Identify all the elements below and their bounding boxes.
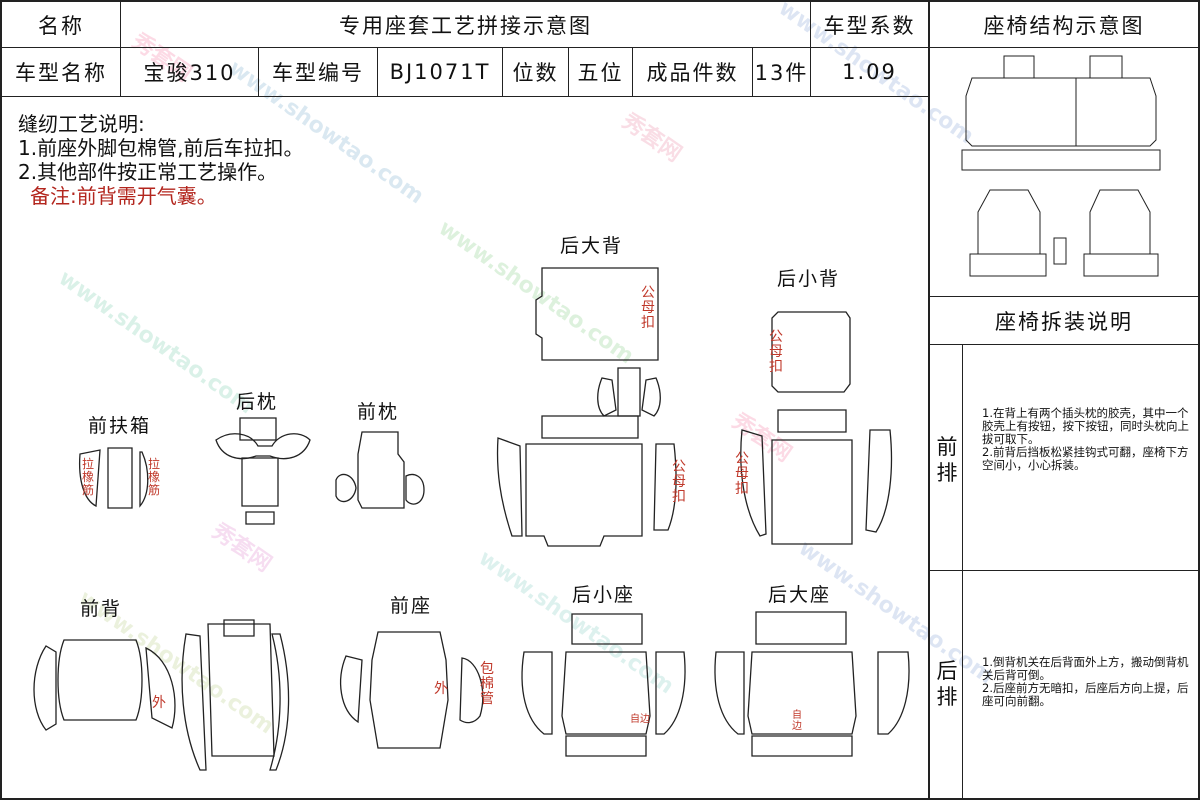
label-front-headrest: 前枕	[357, 401, 400, 423]
front-row-instructions: 1.在背上有两个插头枕的胶壳，其中一个胶壳上有按钮，按下按钮，同时头枕向上拔可取…	[982, 406, 1189, 472]
notes-line-2: 2.其他部件按正常工艺操作。	[18, 160, 278, 184]
label-front-back: 前背	[80, 598, 123, 620]
label-rear-headrest: 后枕	[236, 391, 279, 413]
outer-note-front-back: 外	[152, 695, 166, 711]
label-rear-small-back: 后小背	[777, 268, 841, 290]
front-back-pieces	[33, 619, 290, 771]
pattern-diagram	[33, 267, 910, 771]
rear-bench-illustration	[961, 55, 1161, 171]
notes-title: 缝纫工艺说明:	[18, 112, 145, 136]
rear-small-back-pieces	[740, 311, 893, 545]
elastic-note-left: 拉 橡 筋	[82, 457, 95, 497]
outer-note-front-seat: 外	[434, 681, 448, 697]
model-code-label: 车型编号	[272, 61, 364, 85]
self-edge-note-rear-small-seat: 自边	[630, 714, 650, 725]
rear-row-label: 后 排	[936, 659, 958, 709]
name-header: 名称	[38, 13, 84, 38]
front-row-label: 前 排	[936, 435, 958, 485]
notes-line-1: 1.前座外脚包棉管,前后车拉扣。	[18, 136, 304, 160]
pieces-value: 13件	[754, 61, 809, 85]
front-left-seat-illustration	[969, 189, 1047, 277]
self-edge-note-rear-big-seat: 自 边	[792, 710, 802, 732]
front-seat-pieces	[340, 631, 484, 749]
front-armrest-pieces	[78, 447, 149, 509]
rear-small-seat-pieces	[521, 613, 686, 757]
model-name-label: 车型名称	[15, 61, 107, 85]
label-rear-big-back: 后大背	[560, 235, 624, 257]
buckle-note-rear-big-back-lower: 公 母 扣	[672, 459, 686, 505]
rear-big-seat-pieces	[714, 611, 910, 757]
label-front-armrest: 前扶箱	[88, 415, 152, 437]
label-rear-big-seat: 后大座	[768, 584, 832, 606]
pieces-label: 成品件数	[646, 61, 739, 85]
front-right-seat-illustration	[1083, 189, 1159, 277]
buckle-note-rear-small-back-lower: 公 母 扣	[735, 451, 749, 497]
structure-title: 座椅结构示意图	[983, 13, 1145, 38]
sheet-title: 专用座套工艺拼接示意图	[339, 13, 592, 38]
wrap-pipe-note: 包 棉 管	[480, 661, 494, 707]
front-headrest-pieces	[335, 431, 425, 509]
rear-row-instructions: 1.倒背机关在后背面外上方，搬动倒背机关后背可倒。 2.后座前方无暗扣，后座后方…	[982, 655, 1189, 708]
elastic-note-right: 拉 橡 筋	[148, 457, 161, 497]
label-rear-small-seat: 后小座	[572, 584, 636, 606]
buckle-note-rear-big-back: 公 母 扣	[641, 285, 655, 331]
armrest-illustration	[1053, 237, 1067, 265]
rear-big-back-pieces	[496, 267, 677, 547]
model-name-value: 宝骏310	[143, 61, 236, 85]
coef-value: 1.09	[842, 60, 897, 84]
coef-header: 车型系数	[823, 13, 916, 38]
label-front-seat: 前座	[390, 595, 433, 617]
model-code-value: BJ1071T	[389, 60, 491, 84]
notes-remark: 备注:前背需开气囊。	[30, 184, 217, 208]
buckle-note-rear-small-back: 公 母 扣	[769, 329, 783, 375]
seats-value: 五位	[577, 61, 624, 85]
rear-headrest-pieces	[215, 417, 311, 525]
seats-label: 位数	[512, 61, 559, 85]
sewing-notes: 缝纫工艺说明: 1.前座外脚包棉管,前后车拉扣。 2.其他部件按正常工艺操作。 …	[18, 112, 303, 208]
disassembly-title: 座椅拆装说明	[995, 309, 1133, 334]
